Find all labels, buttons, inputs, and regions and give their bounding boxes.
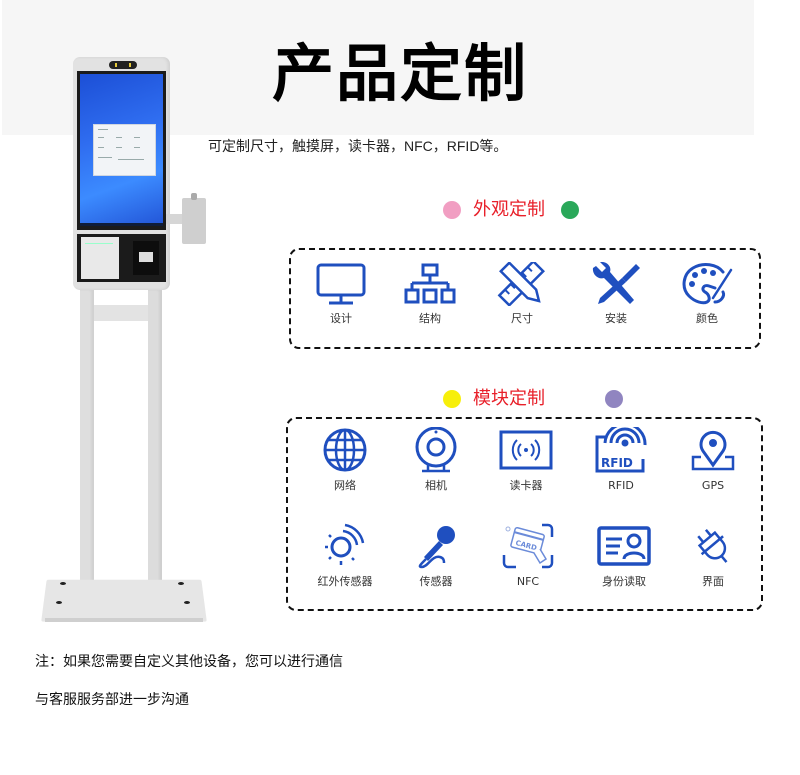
module-infrared-sensor[interactable]: 红外传感器 bbox=[305, 523, 385, 589]
kiosk-base bbox=[41, 579, 207, 622]
rfid-icon: RFID bbox=[595, 427, 647, 473]
plug-icon bbox=[697, 528, 728, 563]
pink-dot-icon bbox=[443, 201, 461, 219]
footer-note-line1: 注：如果您需要自定义其他设备，您可以进行通信 bbox=[35, 654, 343, 670]
kiosk-side-card-reader bbox=[182, 193, 206, 244]
appearance-section-heading: 外观定制 bbox=[443, 199, 579, 221]
purple-dot-icon bbox=[605, 390, 623, 408]
card-reader-icon bbox=[499, 430, 553, 470]
option-label: 尺寸 bbox=[511, 312, 533, 325]
page-subtitle: 可定制尺寸，触摸屏，读卡器，NFC，RFID等。 bbox=[208, 138, 508, 154]
id-card-icon bbox=[597, 526, 651, 566]
option-label: 结构 bbox=[419, 312, 441, 325]
module-rfid[interactable]: RFID RFID bbox=[581, 427, 661, 493]
kiosk-base-screw bbox=[56, 601, 62, 604]
option-label: 设计 bbox=[330, 312, 352, 325]
kiosk-camera bbox=[109, 61, 137, 69]
kiosk-product-image bbox=[0, 0, 260, 640]
module-label: 身份读取 bbox=[602, 575, 646, 588]
globe-icon bbox=[323, 428, 367, 472]
kiosk-screen-taskbar bbox=[80, 223, 163, 226]
nfc-card-icon: CARD bbox=[502, 523, 554, 569]
option-install[interactable]: 安装 bbox=[576, 262, 656, 326]
module-label: 传感器 bbox=[419, 575, 453, 588]
kiosk-screen-window bbox=[93, 124, 156, 176]
kiosk-stand-post-left bbox=[80, 290, 94, 586]
page-title: 产品定制 bbox=[272, 37, 529, 110]
module-nfc[interactable]: CARD NFC bbox=[488, 523, 568, 589]
option-label: 安装 bbox=[605, 312, 627, 325]
kiosk-stand-post-right bbox=[148, 290, 162, 586]
footer-note-line2: 与客服服务部进一步沟通 bbox=[35, 692, 189, 708]
option-color[interactable]: 颜色 bbox=[667, 262, 747, 326]
module-label: NFC bbox=[516, 575, 540, 588]
kiosk-barcode-scanner bbox=[133, 241, 159, 275]
kiosk-base-screw bbox=[60, 582, 66, 585]
module-label: 相机 bbox=[425, 479, 447, 492]
microphone-icon bbox=[418, 526, 455, 569]
infrared-sensor-icon bbox=[325, 523, 365, 565]
module-id-reader[interactable]: 身份读取 bbox=[584, 523, 664, 589]
appearance-options-box: 设计 结构 尺寸 bbox=[289, 248, 761, 349]
module-label: 网络 bbox=[334, 479, 356, 492]
yellow-dot-icon bbox=[443, 390, 461, 408]
module-network[interactable]: 网络 bbox=[305, 427, 385, 493]
option-label: 颜色 bbox=[696, 312, 718, 325]
monitor-icon bbox=[316, 263, 366, 305]
kiosk-base-edge bbox=[45, 618, 203, 622]
module-section-title: 模块定制 bbox=[473, 388, 545, 409]
module-options-box: 网络 相机 读卡器 RFID bbox=[286, 417, 763, 611]
module-camera[interactable]: 相机 bbox=[396, 427, 476, 493]
option-size[interactable]: 尺寸 bbox=[482, 262, 562, 326]
appearance-section-title: 外观定制 bbox=[473, 199, 545, 220]
module-label: GPS bbox=[701, 479, 725, 492]
option-design[interactable]: 设计 bbox=[301, 262, 381, 326]
kiosk-stand-crossbar bbox=[94, 305, 148, 321]
module-label: 读卡器 bbox=[509, 479, 543, 492]
kiosk-base-screw bbox=[178, 582, 184, 585]
svg-text:RFID: RFID bbox=[601, 456, 633, 470]
hierarchy-icon bbox=[404, 263, 456, 304]
palette-icon bbox=[682, 263, 733, 305]
module-label: 界面 bbox=[702, 575, 724, 588]
module-card-reader[interactable]: 读卡器 bbox=[486, 427, 566, 493]
webcam-icon bbox=[415, 427, 457, 473]
wrench-screwdriver-icon bbox=[592, 262, 640, 304]
kiosk-side-arm bbox=[166, 214, 182, 224]
module-label: RFID bbox=[608, 479, 634, 492]
module-sensor[interactable]: 传感器 bbox=[396, 523, 476, 589]
module-label: 红外传感器 bbox=[317, 575, 373, 588]
module-interface[interactable]: 界面 bbox=[673, 523, 753, 589]
option-structure[interactable]: 结构 bbox=[390, 262, 470, 326]
green-dot-icon bbox=[561, 201, 579, 219]
ruler-pencil-icon bbox=[497, 262, 545, 306]
module-section-heading: 模块定制 bbox=[443, 388, 623, 410]
module-gps[interactable]: GPS bbox=[673, 427, 753, 493]
kiosk-receipt-printer bbox=[81, 237, 119, 279]
map-pin-icon bbox=[691, 430, 735, 471]
kiosk-base-screw bbox=[184, 601, 190, 604]
